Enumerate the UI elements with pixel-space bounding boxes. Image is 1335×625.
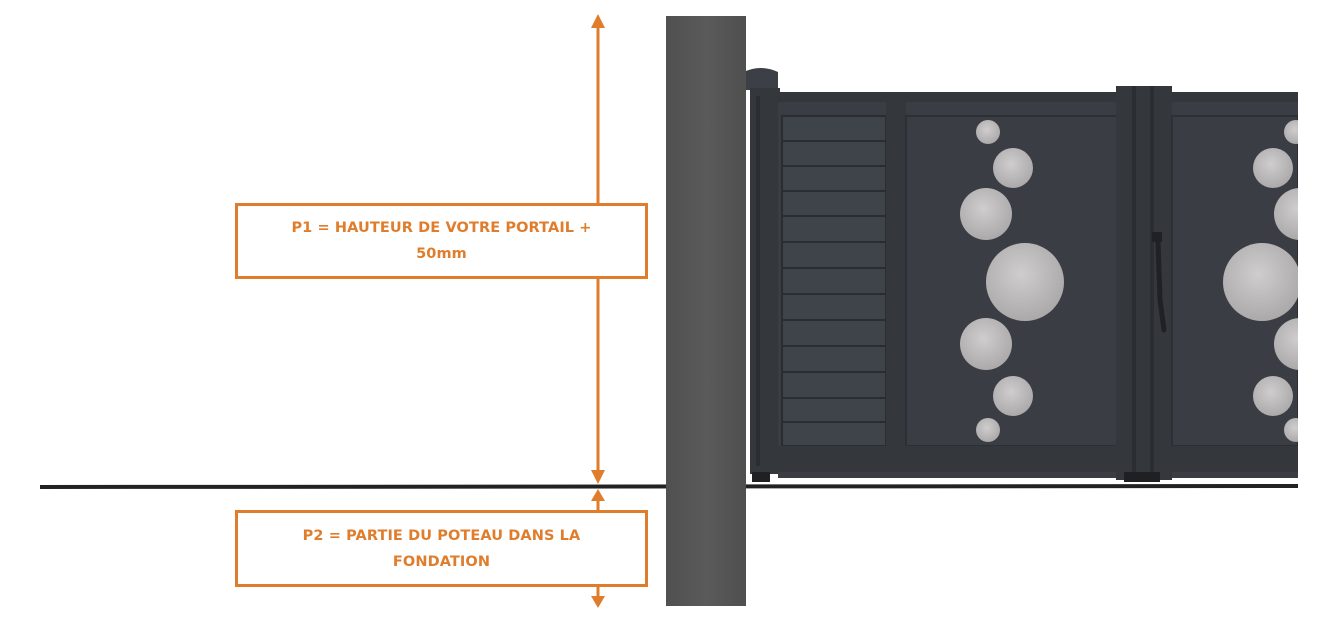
p1-label-line2: 50mm: [416, 246, 467, 262]
disc: [1223, 243, 1301, 321]
disc: [976, 120, 1000, 144]
disc: [960, 188, 1012, 240]
disc: [986, 243, 1064, 321]
p1-label-line1: P1 = HAUTEUR DE VOTRE PORTAIL +: [291, 220, 592, 236]
meeting-stile: [1116, 86, 1172, 480]
post: [666, 16, 746, 606]
p2-label-box: P2 = PARTIE DU POTEAU DANS LA FONDATION: [235, 510, 648, 587]
disc: [1253, 376, 1293, 416]
hinge-stile: [750, 88, 780, 474]
hinge-cap: [744, 68, 778, 90]
p2-dimension-arrow: [591, 489, 605, 608]
disc: [1253, 148, 1293, 188]
gate: [744, 60, 1335, 490]
p2-label-line2: FONDATION: [392, 553, 491, 570]
disc: [993, 376, 1033, 416]
p1-label-box: P1 = HAUTEUR DE VOTRE PORTAIL + 50mm: [235, 203, 648, 279]
p1-label: P1 = HAUTEUR DE VOTRE PORTAIL + 50mm: [291, 215, 591, 267]
p2-label: P2 = PARTIE DU POTEAU DANS LA FONDATION: [303, 523, 581, 575]
disc: [976, 418, 1000, 442]
louvre-panel: [781, 115, 887, 447]
handle: [1152, 232, 1162, 242]
p1-dimension-arrow: [591, 14, 605, 484]
disc: [960, 318, 1012, 370]
disc: [993, 148, 1033, 188]
p2-label-line1: P2 = PARTIE DU POTEAU DANS LA: [302, 527, 581, 544]
